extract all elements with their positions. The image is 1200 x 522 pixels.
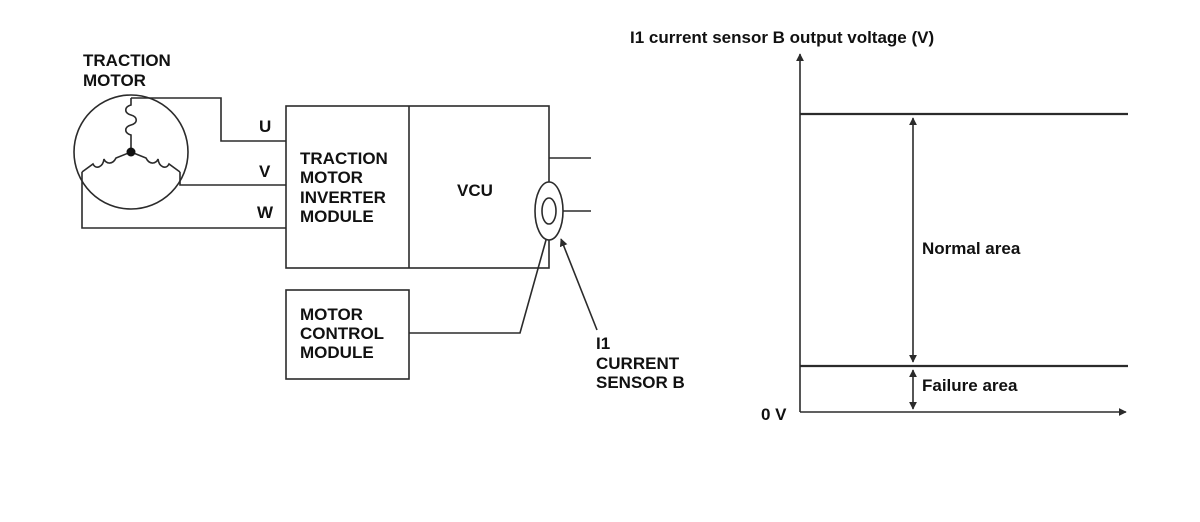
- motor-label-line1: TRACTION: [83, 51, 171, 70]
- inverter-label-line2: MOTOR: [300, 168, 363, 187]
- motor-label-line2: MOTOR: [83, 71, 146, 90]
- sensor-label-line1: I1: [596, 334, 610, 353]
- sensor-signal-wire: [409, 239, 547, 334]
- inverter-label-line4: MODULE: [300, 207, 374, 226]
- inverter-label-line1: TRACTION: [300, 149, 388, 168]
- normal-area-label: Normal area: [922, 239, 1021, 258]
- mcm-label-line3: MODULE: [300, 343, 374, 362]
- sensor-label-line3: SENSOR B: [596, 373, 685, 392]
- failure-area-label: Failure area: [922, 376, 1018, 395]
- phase-v-label: V: [259, 162, 271, 181]
- vcu-label: VCU: [457, 181, 493, 200]
- current-sensor-icon: [534, 181, 564, 241]
- mcm-label-line1: MOTOR: [300, 305, 363, 324]
- inverter-label-line3: INVERTER: [300, 188, 386, 207]
- sensor-pointer-arrow: [559, 238, 598, 331]
- graph-y-axis-title: I1 current sensor B output voltage (V): [630, 28, 934, 47]
- phase-w-label: W: [257, 203, 274, 222]
- sensor-label-line2: CURRENT: [596, 354, 680, 373]
- phase-u-label: U: [259, 117, 271, 136]
- inverter-vcu-box: [285, 105, 550, 269]
- graph-zero-label: 0 V: [761, 405, 787, 424]
- phase-wires: [81, 97, 286, 229]
- traction-motor-icon: [73, 94, 189, 210]
- mcm-label-line2: CONTROL: [300, 324, 384, 343]
- motor-control-module-box: [285, 289, 410, 380]
